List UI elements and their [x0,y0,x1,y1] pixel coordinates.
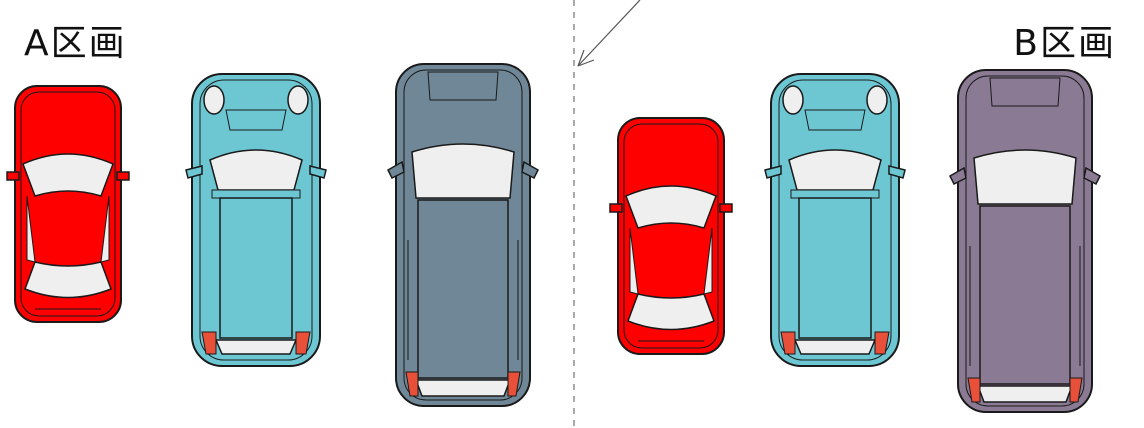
car-a-red-sedan [6,85,130,323]
car-a-teal-hatchback [185,73,327,367]
zone-b-label: B区画 [1013,23,1116,64]
car-b-red-sedan [609,117,733,355]
pointer-arrow-icon [577,0,641,67]
car-b-teal-hatchback [764,73,906,367]
zone-a-label: A区画 [24,23,127,64]
car-b-purple-minivan [949,69,1101,413]
car-a-slate-minivan [387,63,539,407]
